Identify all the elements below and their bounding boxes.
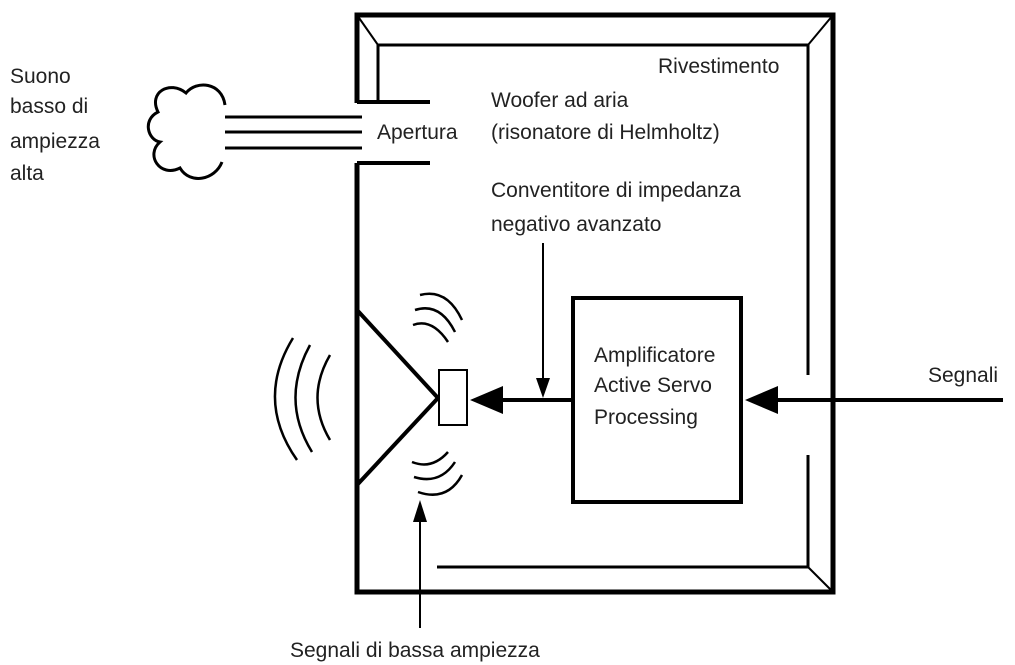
voice-coil xyxy=(438,369,468,426)
label-suono-line-3: ampiezza xyxy=(10,130,100,153)
amp-to-driver-arrowhead-icon xyxy=(470,386,503,414)
label-segnali: Segnali xyxy=(928,364,998,387)
label-apertura: Apertura xyxy=(377,121,458,144)
outer-sound-waves xyxy=(273,337,332,461)
bevel-corner-bottom-right xyxy=(807,566,834,593)
signal-input-arrowhead-icon xyxy=(745,386,778,414)
label-amplifier-line-1: Amplificatore xyxy=(594,344,715,367)
arrows xyxy=(413,243,1003,628)
label-segnali-bassa-ampiezza: Segnali di bassa ampiezza xyxy=(290,639,540,662)
converter-pointer-arrowhead-icon xyxy=(536,378,550,398)
inner-wave-lower-1 xyxy=(411,451,449,466)
label-woofer-line-1: Woofer ad aria xyxy=(491,89,629,112)
inner-wave-lower-2 xyxy=(413,461,457,481)
label-converter-line-2: negativo avanzato xyxy=(491,213,661,236)
enclosure xyxy=(354,12,836,595)
amplifier-box xyxy=(571,296,743,504)
low-amplitude-pointer-arrowhead-icon xyxy=(413,500,427,522)
bevel-corner-top-left xyxy=(356,14,379,46)
label-woofer-line-2: (risonatore di Helmholtz) xyxy=(491,121,720,144)
enclosure-outer-wall xyxy=(354,12,836,595)
label-suono-line-1: Suono xyxy=(10,65,71,88)
inner-wave-upper-2 xyxy=(414,307,457,333)
inner-wave-upper-1 xyxy=(412,322,450,343)
sound-cloud xyxy=(146,83,362,180)
inner-sound-waves xyxy=(411,292,464,496)
outer-wave-1 xyxy=(316,354,332,441)
label-suono-line-4: alta xyxy=(10,162,44,185)
port xyxy=(357,100,430,165)
label-suono-line-2: basso di xyxy=(10,95,88,118)
label-rivestimento: Rivestimento xyxy=(658,55,779,78)
label-amplifier-line-2: Active Servo xyxy=(594,374,712,397)
outer-wave-2 xyxy=(294,344,314,453)
inner-wave-upper-3 xyxy=(419,292,464,321)
cloud-icon xyxy=(146,83,227,180)
cone-lower xyxy=(355,396,440,487)
inner-wave-lower-3 xyxy=(417,474,464,496)
bevel-corner-top-right xyxy=(807,14,834,46)
label-converter-line-1: Conventitore di impedanza xyxy=(491,179,741,202)
labels: Suono basso di ampiezza alta Apertura Ri… xyxy=(10,55,998,662)
label-amplifier-line-3: Processing xyxy=(594,406,698,429)
woofer-driver xyxy=(355,308,468,487)
outer-wave-3 xyxy=(273,337,299,461)
enclosure-inner-wall xyxy=(376,43,810,375)
cone-upper xyxy=(355,308,440,400)
